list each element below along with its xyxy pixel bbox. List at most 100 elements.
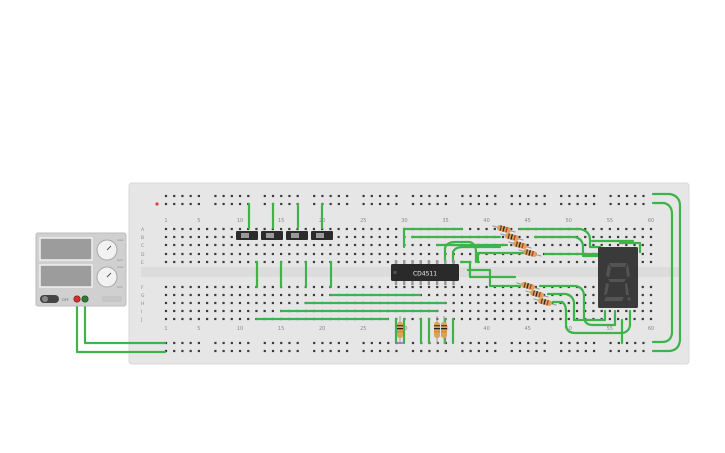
breadboard-hole[interactable] [378, 260, 381, 264]
breadboard-hole[interactable] [469, 317, 472, 321]
breadboard-hole[interactable] [609, 341, 612, 345]
breadboard-hole[interactable] [304, 293, 307, 297]
breadboard-hole[interactable] [279, 227, 283, 231]
breadboard-hole[interactable] [345, 285, 348, 289]
breadboard-hole[interactable] [230, 227, 233, 231]
breadboard-hole[interactable] [378, 227, 381, 231]
breadboard-hole[interactable] [452, 301, 455, 305]
breadboard-hole[interactable] [592, 301, 595, 305]
voltage-knob[interactable] [96, 239, 118, 261]
breadboard-hole[interactable] [567, 317, 570, 321]
breadboard-hole[interactable] [543, 202, 546, 206]
breadboard-hole[interactable] [288, 243, 291, 247]
breadboard-hole[interactable] [576, 341, 579, 345]
breadboard-hole[interactable] [584, 301, 587, 305]
breadboard-hole[interactable] [477, 341, 480, 345]
breadboard-hole[interactable] [469, 227, 472, 231]
breadboard-hole[interactable] [501, 235, 505, 239]
breadboard-hole[interactable] [222, 293, 225, 297]
breadboard-hole[interactable] [427, 252, 431, 256]
breadboard-hole[interactable] [362, 349, 365, 353]
breadboard-hole[interactable] [428, 349, 431, 353]
breadboard-hole[interactable] [419, 252, 422, 256]
breadboard-hole[interactable] [575, 260, 579, 264]
breadboard-hole[interactable] [649, 243, 653, 247]
breadboard-hole[interactable] [263, 227, 266, 231]
breadboard-hole[interactable] [181, 341, 184, 345]
breadboard-hole[interactable] [617, 317, 620, 321]
breadboard-hole[interactable] [214, 194, 217, 198]
breadboard-hole[interactable] [461, 202, 464, 206]
breadboard-hole[interactable] [280, 202, 283, 206]
breadboard-hole[interactable] [222, 252, 225, 256]
breadboard-hole[interactable] [649, 260, 653, 264]
breadboard-hole[interactable] [255, 252, 258, 256]
breadboard-hole[interactable] [395, 285, 398, 289]
breadboard-hole[interactable] [222, 243, 225, 247]
breadboard-hole[interactable] [649, 301, 653, 305]
breadboard-hole[interactable] [378, 349, 382, 353]
breadboard-hole[interactable] [337, 260, 340, 264]
breadboard-hole[interactable] [288, 341, 291, 345]
breadboard-hole[interactable] [634, 349, 637, 353]
breadboard-hole[interactable] [510, 260, 513, 264]
breadboard-hole[interactable] [543, 317, 546, 321]
breadboard-hole[interactable] [197, 194, 200, 198]
breadboard-hole[interactable] [387, 202, 390, 206]
breadboard-hole[interactable] [592, 194, 596, 198]
breadboard-hole[interactable] [608, 317, 611, 321]
breadboard-hole[interactable] [641, 260, 644, 264]
breadboard-hole[interactable] [173, 293, 176, 297]
breadboard-hole[interactable] [526, 317, 529, 321]
breadboard-hole[interactable] [534, 243, 537, 247]
breadboard-hole[interactable] [386, 235, 390, 239]
breadboard-hole[interactable] [527, 202, 530, 206]
breadboard-hole[interactable] [444, 349, 447, 353]
breadboard-hole[interactable] [345, 252, 348, 256]
breadboard-hole[interactable] [518, 349, 522, 353]
breadboard-hole[interactable] [288, 285, 291, 289]
breadboard-hole[interactable] [197, 349, 200, 353]
breadboard-hole[interactable] [173, 243, 176, 247]
breadboard-hole[interactable] [649, 227, 653, 231]
breadboard-hole[interactable] [608, 243, 611, 247]
breadboard-hole[interactable] [189, 317, 192, 321]
slide-switch[interactable] [261, 231, 283, 240]
breadboard-hole[interactable] [222, 309, 225, 313]
breadboard-hole[interactable] [222, 317, 225, 321]
breadboard-hole[interactable] [312, 293, 316, 297]
positive-terminal[interactable] [81, 295, 89, 303]
breadboard-hole[interactable] [501, 309, 505, 313]
breadboard-hole[interactable] [189, 301, 192, 305]
breadboard-hole[interactable] [173, 341, 176, 345]
breadboard-hole[interactable] [304, 243, 307, 247]
breadboard-hole[interactable] [312, 227, 316, 231]
breadboard-hole[interactable] [617, 349, 620, 353]
breadboard-hole[interactable] [255, 293, 258, 297]
breadboard-hole[interactable] [247, 227, 250, 231]
breadboard-hole[interactable] [173, 235, 176, 239]
breadboard-hole[interactable] [642, 194, 645, 198]
breadboard-hole[interactable] [353, 243, 357, 247]
breadboard-hole[interactable] [206, 317, 209, 321]
breadboard-hole[interactable] [592, 285, 595, 289]
breadboard-hole[interactable] [461, 349, 464, 353]
breadboard-hole[interactable] [625, 309, 628, 313]
breadboard-hole[interactable] [641, 317, 644, 321]
breadboard-hole[interactable] [214, 235, 217, 239]
breadboard-hole[interactable] [576, 349, 579, 353]
breadboard-hole[interactable] [387, 341, 390, 345]
breadboard-hole[interactable] [551, 317, 554, 321]
breadboard-hole[interactable] [568, 202, 571, 206]
breadboard-hole[interactable] [230, 285, 233, 289]
breadboard-hole[interactable] [444, 202, 447, 206]
breadboard-hole[interactable] [461, 341, 464, 345]
breadboard-hole[interactable] [214, 349, 217, 353]
breadboard-hole[interactable] [575, 293, 579, 297]
breadboard-hole[interactable] [164, 317, 168, 321]
breadboard-hole[interactable] [173, 309, 176, 313]
breadboard-hole[interactable] [189, 341, 192, 345]
breadboard-hole[interactable] [642, 341, 645, 345]
breadboard-hole[interactable] [501, 301, 505, 305]
breadboard-hole[interactable] [617, 341, 620, 345]
